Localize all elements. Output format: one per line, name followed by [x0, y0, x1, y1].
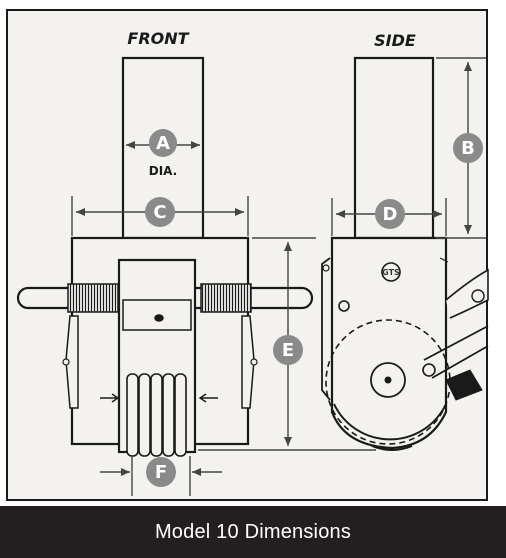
gts-badge: [381, 262, 401, 282]
side-bracket: [321, 257, 331, 401]
side-foot: [371, 445, 413, 451]
hub-center: [384, 376, 392, 384]
dim-e-letter: E: [282, 340, 294, 361]
lever-arm: [445, 268, 489, 319]
dim-c-letter: C: [153, 202, 166, 223]
right-direction-arrow: [198, 393, 218, 403]
front-view-label: FRONT: [127, 29, 189, 48]
cutter-tooth-5: [174, 373, 187, 457]
side-bracket-screw: [322, 264, 330, 272]
right-side-screw: [250, 358, 258, 366]
technical-drawing: FRONT SIDE: [6, 9, 489, 501]
caption-bar: Model 10 Dimensions: [0, 506, 506, 558]
dim-d-letter: D: [383, 204, 398, 225]
spring-clip: [439, 257, 449, 263]
wheel-arc: [333, 403, 447, 441]
dim-f-badge: [146, 457, 176, 487]
cutter-tooth-2: [138, 373, 151, 457]
pivot-lever: [423, 325, 489, 379]
left-side-screw: [62, 358, 70, 366]
cutter-tooth-3: [150, 373, 163, 457]
left-spring: [67, 283, 119, 313]
mounting-hole: [338, 300, 350, 312]
dim-b-letter: B: [461, 138, 475, 159]
cutter-tooth-1: [126, 373, 139, 457]
side-view: GTS: [321, 56, 489, 451]
dim-a-note: DIA.: [149, 164, 178, 178]
gts-badge-text: GTS: [382, 268, 400, 277]
lever-hole: [471, 289, 485, 303]
dim-e-badge: [273, 335, 303, 365]
dim-c-badge: [145, 197, 175, 227]
pivot-pin: [422, 363, 436, 377]
head-screw: [154, 314, 164, 322]
dim-a-letter: A: [156, 133, 170, 154]
dim-d-badge: [375, 199, 405, 229]
left-side-piece: [65, 315, 79, 409]
dim-b-badge: [453, 133, 483, 163]
cutter-tooth-4: [162, 373, 175, 457]
side-view-label: SIDE: [374, 31, 416, 50]
caption-text: Model 10 Dimensions: [154, 520, 352, 543]
side-housing: [330, 236, 448, 450]
right-spring: [200, 283, 252, 313]
dimension-badges: A DIA. B C D E F: [145, 129, 483, 487]
right-side-piece: [241, 315, 255, 409]
lever-block: [445, 369, 483, 401]
dim-f-letter: F: [155, 462, 167, 483]
dim-a-badge: [149, 129, 177, 157]
left-direction-arrow: [100, 393, 120, 403]
